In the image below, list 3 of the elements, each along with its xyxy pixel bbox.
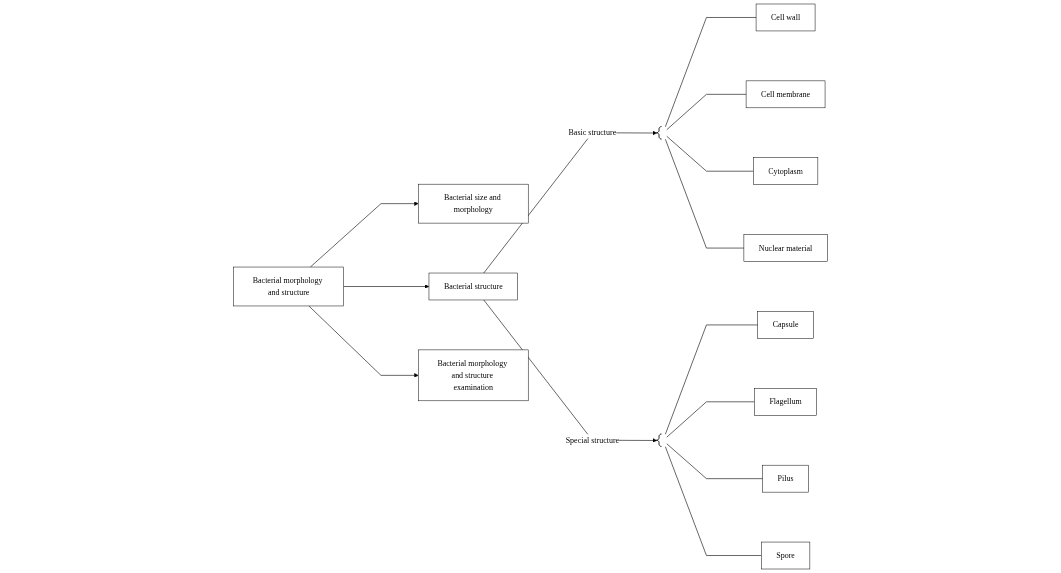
connector: [665, 17, 757, 128]
node-brace: [656, 126, 662, 140]
node-brace: [656, 433, 662, 447]
